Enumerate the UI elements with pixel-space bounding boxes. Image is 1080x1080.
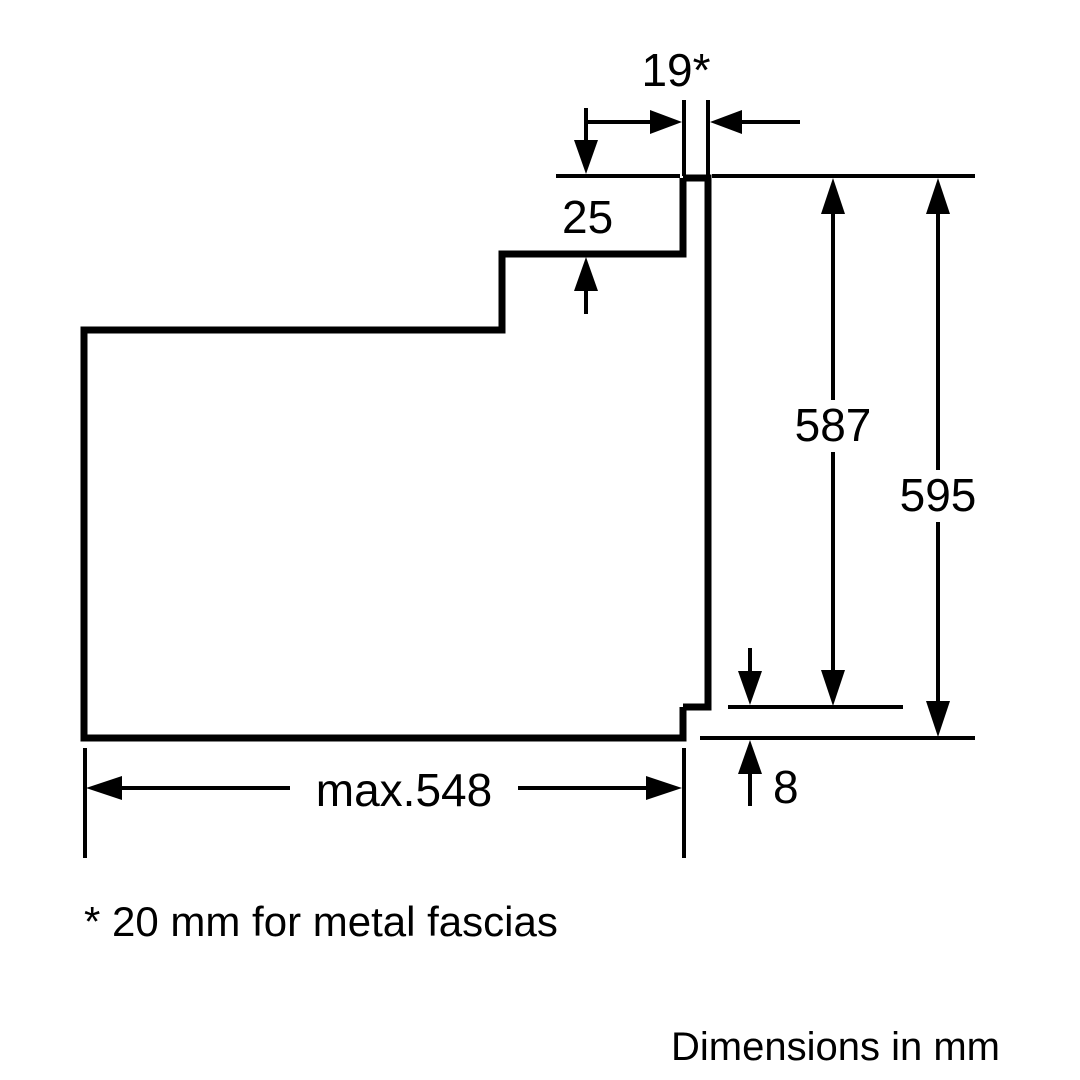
- arrow-head-19-right-pointing: [650, 110, 682, 134]
- dim-label-depth: max.548: [316, 764, 492, 816]
- arrow-head-19-left-pointing: [710, 110, 742, 134]
- arrow-head-587-up: [821, 178, 845, 214]
- arrow-head-25-down: [574, 140, 598, 174]
- dimension-inner-height: 587: [795, 178, 872, 706]
- dim-label-bottom-offset: 8: [773, 761, 799, 813]
- dim-label-top-offset: 25: [562, 191, 613, 243]
- arrow-head-587-down: [821, 670, 845, 706]
- arrow-head-548-left: [86, 776, 122, 800]
- caption-dimensions-unit: Dimensions in mm: [671, 1025, 1000, 1069]
- appliance-body-outline: [80, 178, 687, 742]
- dimension-depth: max.548: [86, 764, 682, 816]
- arrow-head-548-right: [646, 776, 682, 800]
- dimension-overall-height: 595: [900, 178, 977, 737]
- dim-label-overall-height: 595: [900, 469, 977, 521]
- dimension-door-thickness: 19*: [588, 44, 800, 134]
- footnote-metal-fascias: * 20 mm for metal fascias: [84, 898, 558, 945]
- dimension-top-offset: 25: [562, 108, 613, 314]
- door-panel-outline: [683, 174, 712, 711]
- dimension-bottom-offset: 8: [738, 648, 799, 813]
- arrow-head-8-up: [738, 740, 762, 774]
- arrow-head-595-up: [926, 178, 950, 214]
- arrow-head-595-down: [926, 701, 950, 737]
- arrow-head-8-down: [738, 671, 762, 705]
- dim-label-inner-height: 587: [795, 399, 872, 451]
- dim-label-door-thickness: 19*: [641, 44, 710, 96]
- arrow-head-25-up: [574, 257, 598, 291]
